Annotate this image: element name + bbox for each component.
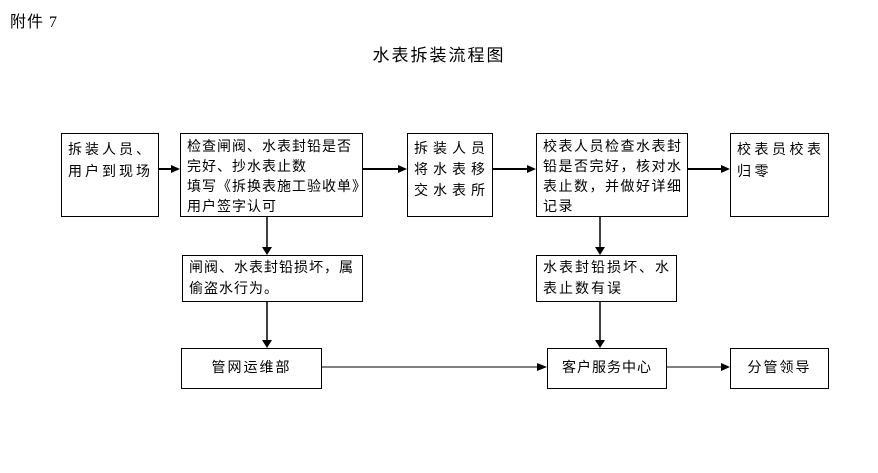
arrow-right-icon	[537, 363, 547, 371]
arrow-down-icon	[595, 247, 605, 255]
flow-box-leader: 分管领导	[730, 348, 829, 389]
flow-box-line: 表止数有误	[543, 282, 623, 297]
flow-box-reset-zero: 校表员校表 归零	[730, 133, 829, 217]
flow-box-damage-theft: 闸阀、水表封铅损坏，属 偷盗水行为。	[182, 255, 363, 302]
flow-box-line: 完好、抄水表止数	[187, 160, 307, 175]
flow-box-line: 检查闸阀、水表封铅是否	[187, 140, 352, 155]
connector-line	[266, 302, 268, 341]
connector-line	[688, 168, 722, 170]
flow-box-line: 偷盗水行为。	[189, 282, 279, 297]
arrow-down-icon	[262, 340, 272, 348]
arrow-right-icon	[721, 363, 730, 371]
flow-box-line: 归零	[737, 165, 772, 180]
connector-line	[599, 217, 601, 248]
flow-box-line: 闸阀、水表封铅损坏，属	[189, 261, 354, 276]
flow-box-line: 水表封铅损坏、水	[543, 261, 671, 276]
arrow-down-icon	[262, 247, 272, 255]
flow-box-arrive: 拆装人员、 用户到现场	[61, 133, 159, 217]
flow-box-line: 用户签字认可	[187, 200, 277, 215]
flow-box-transfer-meter: 拆装人员 将水表移 交水表所	[407, 133, 493, 217]
flow-box-line: 校表员校表	[737, 143, 825, 158]
connector-line	[266, 217, 268, 248]
connector-line	[667, 366, 722, 368]
flow-box-line: 将水表移	[414, 163, 490, 178]
flow-box-line: 铅是否完好，核对水	[543, 160, 683, 175]
flow-box-line: 填写《拆换表施工验收单》	[187, 180, 367, 195]
arrow-right-icon	[171, 165, 180, 173]
connector-line	[363, 168, 399, 170]
attachment-label: 附件 7	[10, 14, 59, 31]
flow-box-service-center: 客户服务中心	[547, 348, 667, 389]
connector-line	[599, 302, 601, 341]
flow-box-pipeline-dept: 管网运维部	[181, 348, 322, 389]
arrow-right-icon	[527, 165, 536, 173]
flow-box-line: 校表人员检查水表封	[543, 140, 683, 155]
flow-box-line: 拆装人员、	[68, 143, 153, 158]
flow-box-damage-error: 水表封铅损坏、水 表止数有误	[536, 255, 677, 302]
arrow-right-icon	[721, 165, 730, 173]
page-title: 水表拆装流程图	[372, 46, 506, 65]
arrow-right-icon	[398, 165, 407, 173]
connector-line	[159, 168, 172, 170]
flow-box-line: 表止数，并做好详细	[543, 180, 683, 195]
flow-box-line: 用户到现场	[68, 165, 153, 180]
flow-box-check-seal: 检查闸阀、水表封铅是否 完好、抄水表止数 填写《拆换表施工验收单》 用户签字认可	[180, 133, 367, 217]
connector-line	[493, 168, 528, 170]
flow-box-verify-record: 校表人员检查水表封 铅是否完好，核对水 表止数，并做好详细 记录	[536, 133, 688, 217]
flow-box-line: 记录	[543, 200, 574, 215]
flow-box-line: 拆装人员	[414, 142, 490, 157]
connector-line	[322, 366, 538, 368]
arrow-down-icon	[595, 340, 605, 348]
flow-box-line: 交水表所	[414, 184, 490, 199]
